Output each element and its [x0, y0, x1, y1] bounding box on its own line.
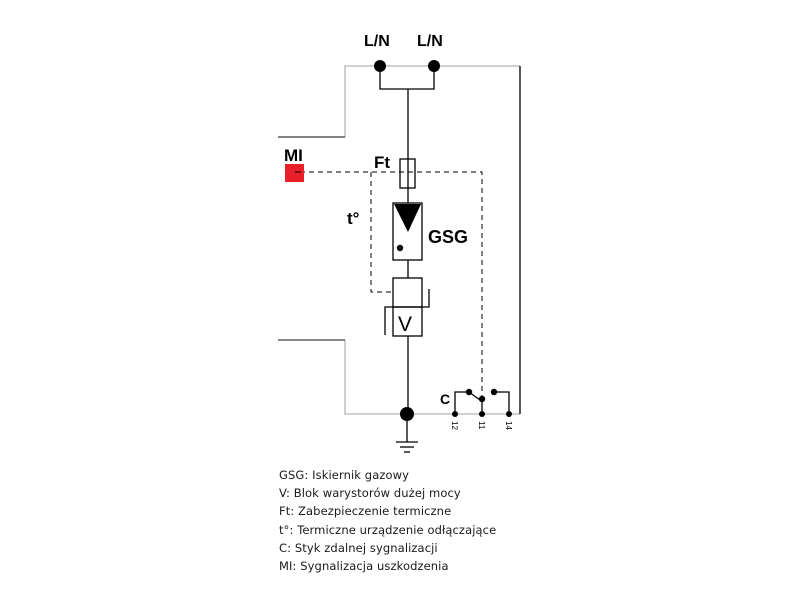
contact-pivot-dot: [465, 388, 473, 396]
pin-12-dot[interactable]: [452, 411, 458, 417]
pin-12-label: 12: [450, 421, 459, 430]
thermal-linkage-dashed: [300, 171, 483, 398]
contact-label: C: [440, 391, 450, 407]
terminal-right-label: L/N: [417, 33, 443, 50]
contact-no-dot: [490, 388, 498, 396]
disconnector-bracket-right: [422, 289, 430, 308]
pin-11-dot[interactable]: [479, 411, 485, 417]
legend-item-temp: t°: Termiczne urządzenie odłączające: [279, 522, 497, 537]
ground-node-dot[interactable]: [400, 407, 414, 421]
housing-outline-dark: [278, 136, 345, 341]
legend-item-varistor: V: Blok warystorów dużej mocy: [279, 486, 461, 501]
mi-label: MI: [284, 146, 303, 165]
legend-item-mi: MI: Sygnalizacja uszkodzenia: [279, 559, 449, 574]
legend: GSG: Iskiernik gazowy V: Blok warystorów…: [279, 466, 496, 575]
gsg-label: GSG: [428, 227, 468, 247]
terminal-left-label: L/N: [364, 33, 390, 50]
varistor-label: V: [398, 313, 412, 336]
pin-14-dot[interactable]: [506, 411, 512, 417]
pin-14-label: 14: [504, 421, 513, 430]
mi-indicator: [285, 164, 304, 182]
legend-item-gsg: GSG: Iskiernik gazowy: [279, 468, 410, 482]
legend-item-contact: C: Styk zdalnej sygnalizacji: [279, 540, 438, 555]
temp-label: t°: [347, 209, 360, 228]
contact-common-dot: [478, 395, 486, 403]
housing-outline: [278, 65, 520, 415]
pin-11-label: 11: [477, 421, 486, 430]
gsg-triangle-icon: [394, 204, 421, 232]
gsg-dot-icon: [396, 244, 404, 252]
signal-contact: [454, 391, 510, 414]
legend-item-ft: Ft: Zabezpieczenie termiczne: [279, 504, 452, 519]
varistor-bracket-left: [384, 306, 393, 335]
ft-label: Ft: [374, 153, 390, 172]
thermal-disconnector: [392, 277, 423, 308]
terminal-bridge: [379, 66, 435, 159]
ground-icon: [396, 421, 418, 453]
